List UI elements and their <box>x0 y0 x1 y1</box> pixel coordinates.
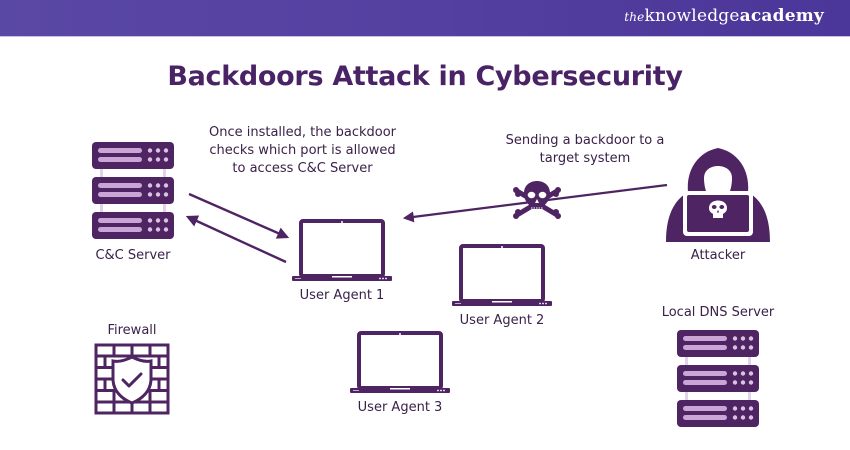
note-line: target system <box>539 151 631 166</box>
brand-academy: academy <box>739 6 824 26</box>
user-agent-3-label: User Agent 3 <box>357 400 443 415</box>
cc-server-label: C&C Server <box>95 248 171 263</box>
user-agent-1-label: User Agent 1 <box>299 288 385 303</box>
user-agent-1-laptop-icon <box>290 219 394 283</box>
cc-server-icon <box>92 142 174 239</box>
firewall-icon <box>94 343 170 415</box>
skull-crossbones-icon <box>513 181 561 219</box>
brand-the: the <box>624 10 645 24</box>
user-agent-2-label: User Agent 2 <box>459 313 545 328</box>
backdoor-check-note: Once installed, the backdoor checks whic… <box>180 124 425 178</box>
arrow-agent1-to-cc <box>185 215 287 264</box>
user-agent-3-laptop-icon <box>348 331 452 395</box>
dns-server-icon <box>677 330 759 427</box>
brand-logo: theknowledgeacademy <box>624 6 824 26</box>
brand-knowledge: knowledge <box>644 6 740 26</box>
note-line: checks which port is allowed <box>209 143 396 158</box>
arrow-cc-to-agent1 <box>188 192 290 239</box>
diagram-title: Backdoors Attack in Cybersecurity <box>167 61 683 92</box>
attacker-hacker-icon <box>666 148 770 242</box>
attacker-label: Attacker <box>690 248 746 263</box>
local-dns-server-label: Local DNS Server <box>661 305 775 320</box>
note-line: to access C&C Server <box>232 161 373 176</box>
user-agent-2-laptop-icon <box>450 244 554 308</box>
sending-backdoor-note: Sending a backdoor to a target system <box>490 132 680 168</box>
note-line: Once installed, the backdoor <box>208 125 397 140</box>
header-banner: theknowledgeacademy <box>0 0 850 37</box>
note-line: Sending a backdoor to a <box>505 133 665 148</box>
firewall-label: Firewall <box>107 323 157 338</box>
